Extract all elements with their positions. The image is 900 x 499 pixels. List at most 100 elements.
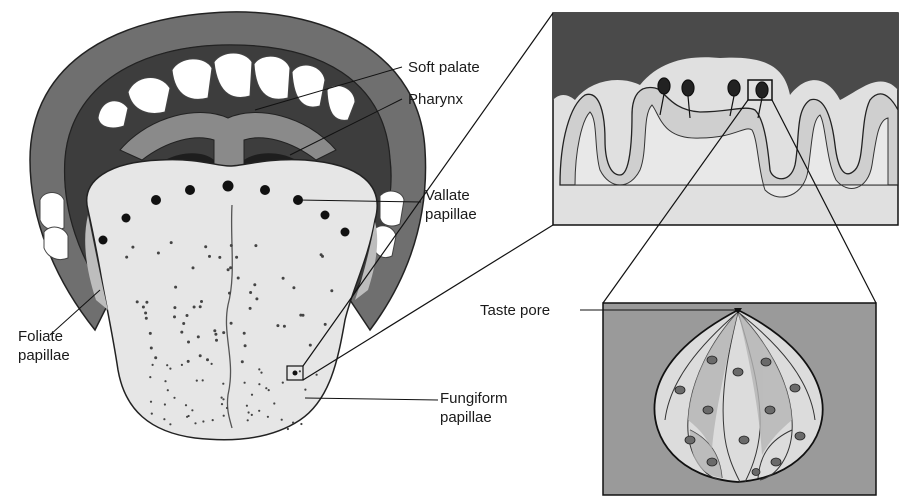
papilla-speck xyxy=(145,317,148,320)
label-vallate-2: papillae xyxy=(425,206,477,223)
papilla-speck xyxy=(309,344,312,347)
papilla-speck xyxy=(145,301,148,304)
papilla-speck xyxy=(157,252,160,255)
papilla-speck xyxy=(268,389,270,391)
papilla-speck xyxy=(204,245,207,248)
papilla-speck xyxy=(196,380,198,382)
papilla-speck xyxy=(302,314,305,317)
papilla-speck xyxy=(150,401,152,403)
papilla-speck xyxy=(182,322,185,325)
papilla-speck xyxy=(173,397,175,399)
papilla-speck xyxy=(149,376,151,378)
papilla-speck xyxy=(255,297,258,300)
papilla-speck xyxy=(249,307,252,310)
papilla-speck xyxy=(273,402,275,404)
papilla-speck xyxy=(202,420,204,422)
papilla-speck xyxy=(244,344,247,347)
papilla-speck xyxy=(254,244,257,247)
papilla-speck xyxy=(230,322,233,325)
papilla-speck xyxy=(125,256,128,259)
papilla-speck xyxy=(215,339,218,342)
papilla-speck xyxy=(174,286,177,289)
papilla-speck xyxy=(187,360,190,363)
papilla-speck xyxy=(202,379,204,381)
papilla-speck xyxy=(282,277,285,280)
papilla-speck xyxy=(181,364,183,366)
papilla-speck xyxy=(267,416,269,418)
papilla-speck xyxy=(199,354,202,357)
papilla-speck xyxy=(206,358,209,361)
papilla-speck xyxy=(222,331,225,334)
papilla-speck xyxy=(170,241,173,244)
papilla-speck xyxy=(212,419,214,421)
papilla-speck xyxy=(144,312,147,315)
taste-bud-inset xyxy=(603,303,876,495)
papilla-speck xyxy=(281,419,283,421)
label-taste-pore: Taste pore xyxy=(480,302,550,319)
papilla-speck xyxy=(149,332,152,335)
papilla-speck xyxy=(330,289,333,292)
papilla-speck xyxy=(131,246,134,249)
papilla-speck xyxy=(258,410,260,412)
papilla-speck xyxy=(221,403,223,405)
papilla-speck xyxy=(193,306,196,309)
label-foliate-2: papillae xyxy=(18,347,70,364)
papilla-speck xyxy=(260,372,262,374)
papilla-speck xyxy=(226,407,228,409)
papilla-speck xyxy=(300,423,302,425)
label-foliate-1: Foliate xyxy=(18,328,63,345)
papilla-speck xyxy=(194,422,196,424)
papilla-speck xyxy=(223,415,225,417)
label-vallate-1: Vallate xyxy=(425,187,470,204)
papilla-speck xyxy=(249,291,252,294)
papilla-speck xyxy=(197,335,200,338)
label-fungiform-2: papillae xyxy=(440,409,492,426)
papilla-speck xyxy=(283,325,286,328)
papilla-speck xyxy=(321,255,324,258)
papilla-cross-section-inset xyxy=(553,13,898,225)
papilla-speck xyxy=(265,387,267,389)
papilla-speck xyxy=(211,363,213,365)
papilla-speck xyxy=(185,404,187,406)
papilla-speck xyxy=(142,306,145,309)
papilla-speck xyxy=(199,305,202,308)
tongue xyxy=(87,160,377,440)
papilla-speck xyxy=(324,323,327,326)
papilla-speck xyxy=(258,383,260,385)
papilla-speck xyxy=(244,382,246,384)
papilla-speck xyxy=(208,255,211,258)
papilla-speck xyxy=(214,333,217,336)
papilla-speck xyxy=(151,413,153,415)
papilla-speck xyxy=(166,364,168,366)
papilla-speck xyxy=(299,370,301,372)
papilla-speck xyxy=(258,368,260,370)
papilla-speck xyxy=(227,268,230,271)
papilla-speck xyxy=(287,428,289,430)
papilla-speck xyxy=(237,277,240,280)
papilla-speck xyxy=(213,329,216,332)
papilla-speck xyxy=(248,411,250,413)
papilla-speck xyxy=(187,341,190,344)
papilla-speck xyxy=(186,416,188,418)
papilla-speck xyxy=(292,422,294,424)
papilla-speck xyxy=(163,418,165,420)
papilla-speck xyxy=(251,394,253,396)
papilla-speck xyxy=(229,266,232,269)
papilla-speck xyxy=(192,266,195,269)
papilla-speck xyxy=(191,409,193,411)
papilla-speck xyxy=(241,360,244,363)
papilla-speck xyxy=(247,419,249,421)
papilla-speck xyxy=(235,256,238,259)
papilla-speck xyxy=(243,332,246,335)
papilla-speck xyxy=(230,244,233,247)
papilla-speck xyxy=(173,315,176,318)
papilla-speck xyxy=(221,397,223,399)
papilla-speck xyxy=(200,300,203,303)
papilla-speck xyxy=(186,314,189,317)
papilla-speck xyxy=(253,283,256,286)
papilla-speck xyxy=(173,306,176,309)
papilla-speck xyxy=(180,331,183,334)
label-fungiform-1: Fungiform xyxy=(440,390,508,407)
papilla-speck xyxy=(292,286,295,289)
